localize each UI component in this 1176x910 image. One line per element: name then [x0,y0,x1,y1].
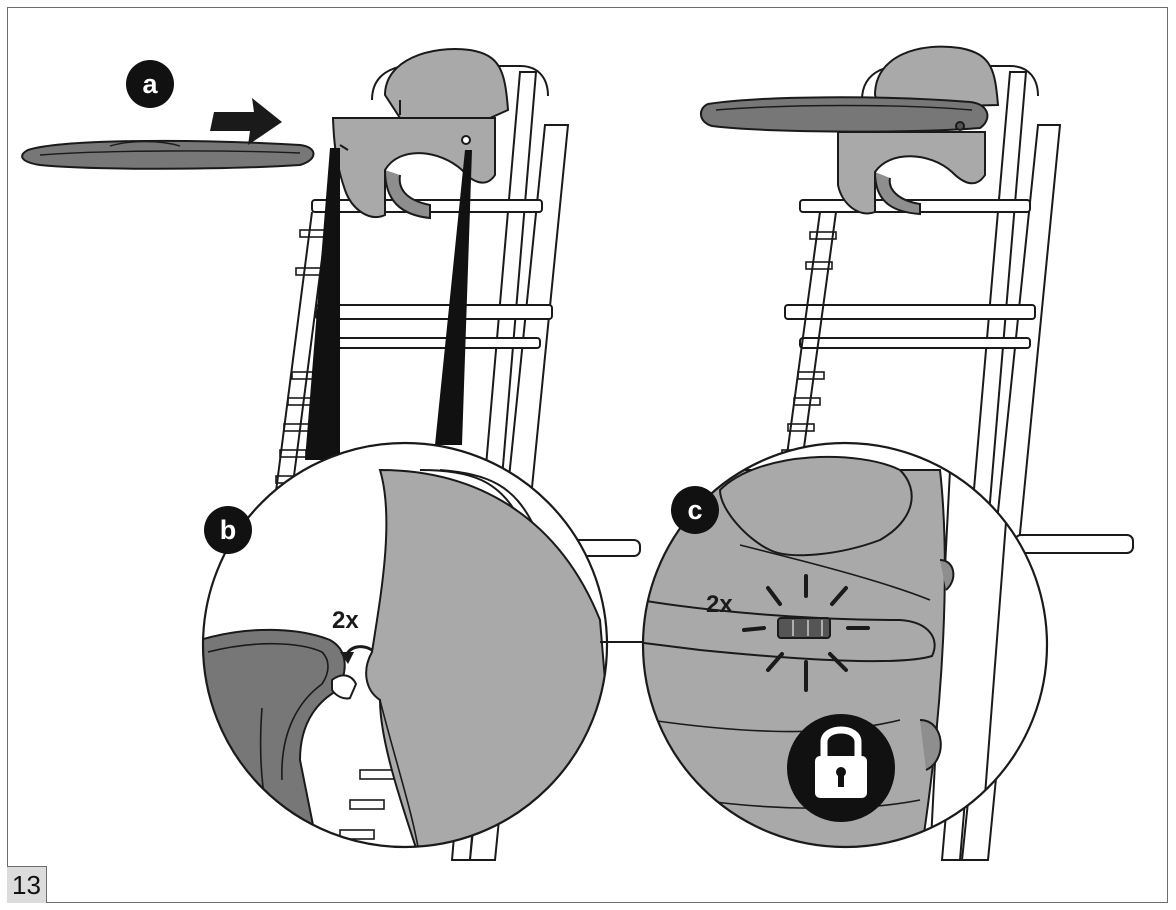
detail-circle-c: 2x [641,441,1049,849]
repeat-count-c: 2x [706,591,733,618]
detail-circle-b: 2x [201,441,609,849]
baby-seat-insert-left [331,48,510,220]
step-label-c: c [687,495,702,525]
push-arrow [210,98,282,145]
baby-seat-insert-right [837,45,1000,216]
tray-left [21,139,315,170]
repeat-count-b: 2x [332,607,359,634]
page-frame [7,7,1168,903]
zoom-beams-b [305,148,472,460]
tray-right [700,96,989,133]
step-badge-a: a [126,60,174,108]
step-badge-c: c [671,486,719,534]
page-number: 13 [7,866,47,903]
step-label-b: b [220,515,237,545]
step-badge-b: b [204,506,252,554]
padlock-icon [787,714,895,822]
step-label-a: a [142,69,158,99]
